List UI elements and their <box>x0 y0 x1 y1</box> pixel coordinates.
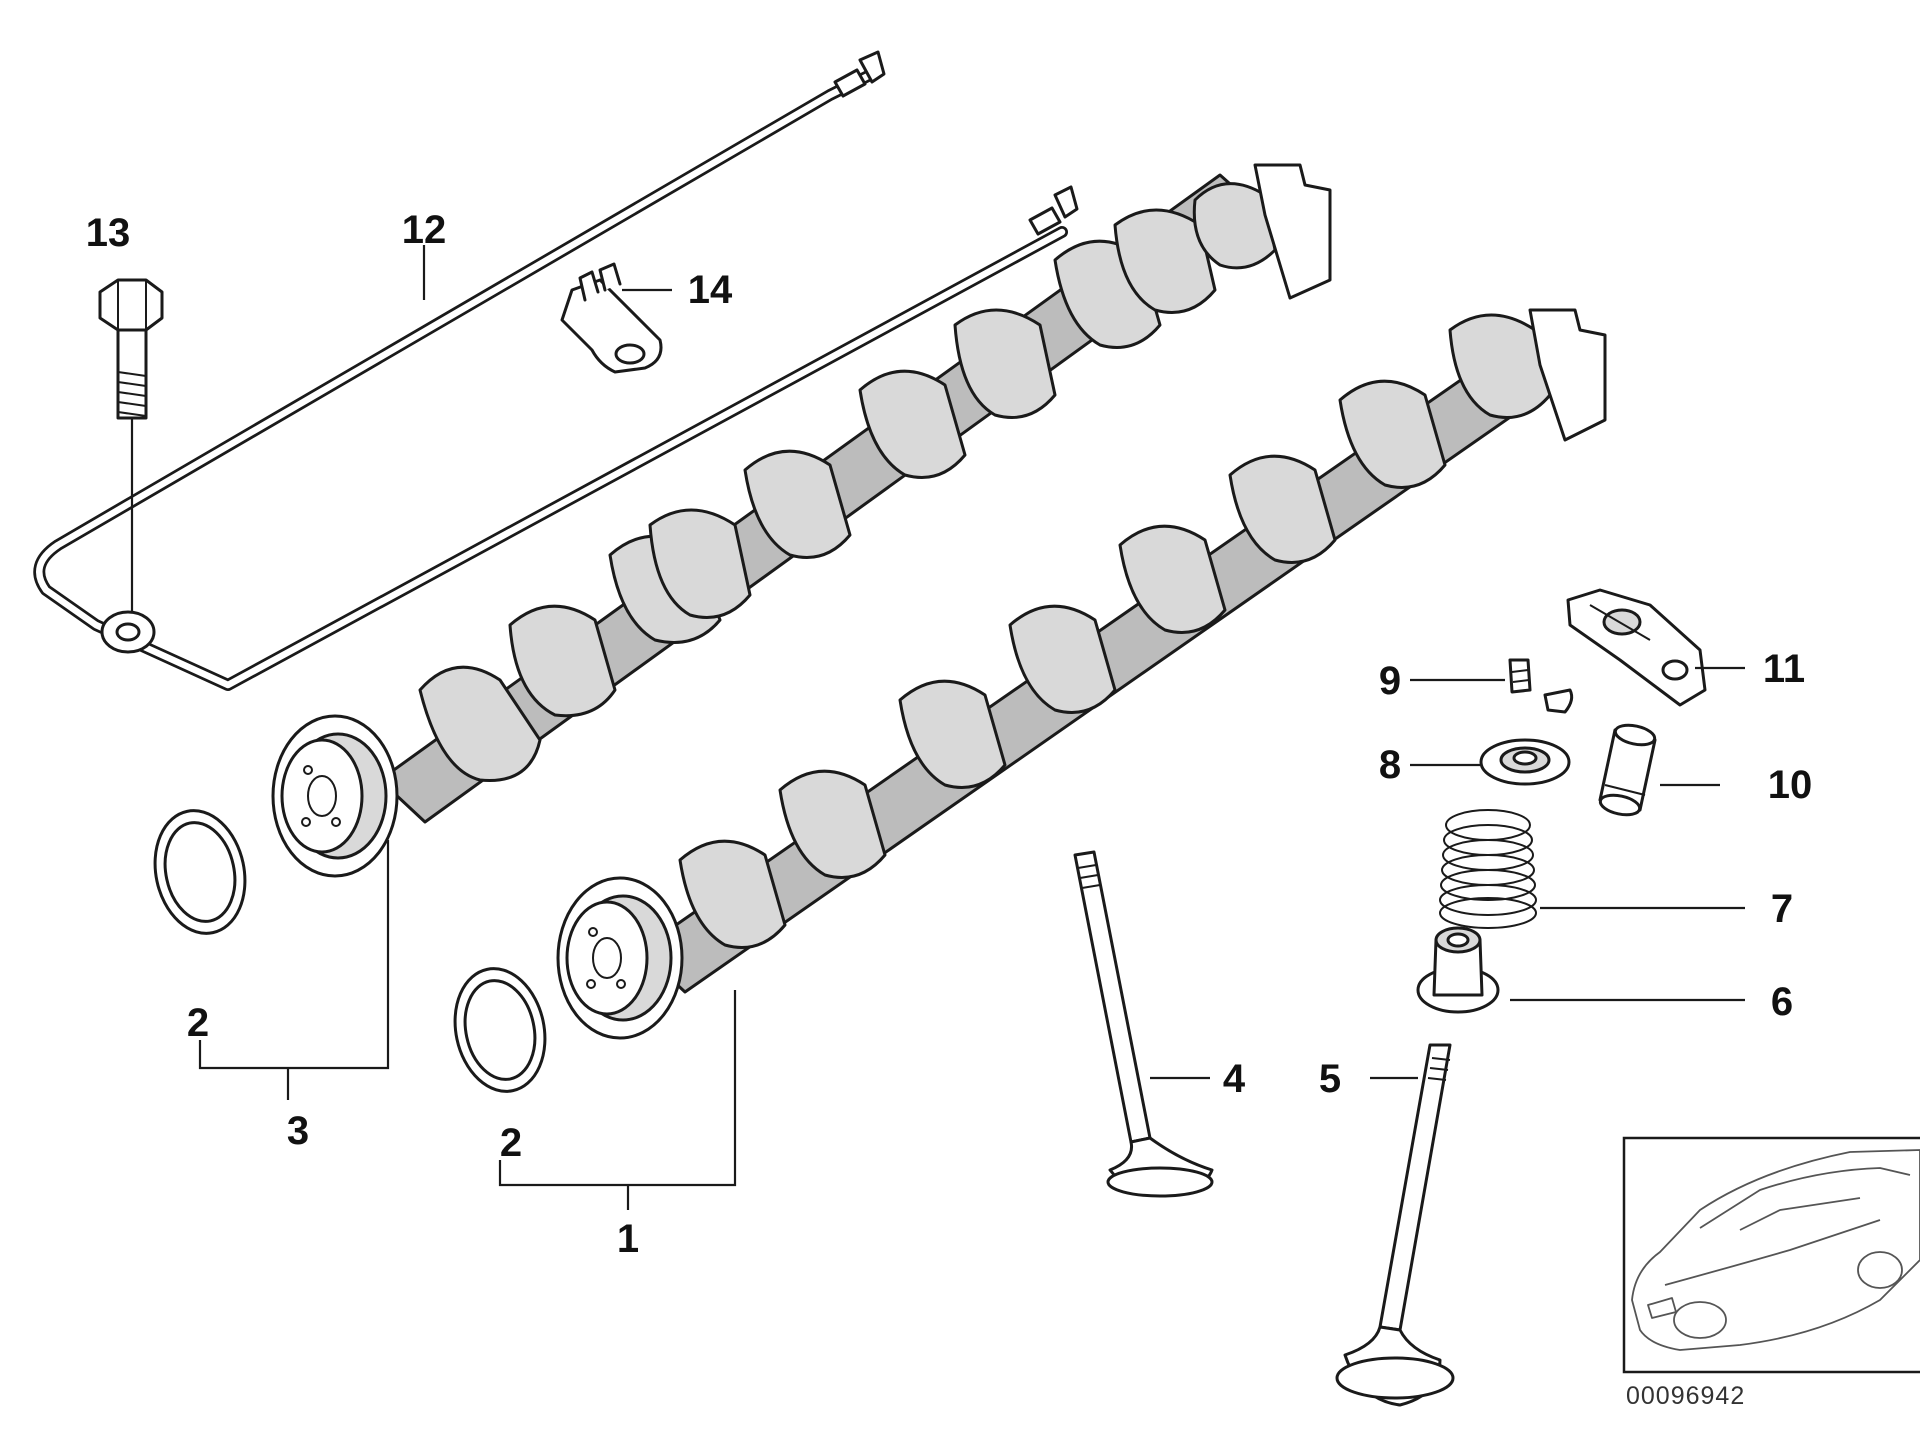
vehicle-inset <box>1622 1136 1920 1374</box>
hex-bolt <box>98 278 164 612</box>
document-id: 00096942 <box>1626 1382 1745 1410</box>
callout-2-upper: 2 <box>187 1001 209 1045</box>
hydraulic-lifter <box>1598 723 1657 817</box>
callout-labels: 13 12 14 9 11 8 10 7 6 4 5 2 3 2 1 <box>86 208 1813 1261</box>
bracket-clip <box>560 262 663 374</box>
callout-2-lower: 2 <box>500 1121 522 1165</box>
leader-lines <box>198 245 1745 1210</box>
sealing-ring-upper <box>153 809 247 935</box>
camshaft-intake <box>556 308 1607 1040</box>
callout-13: 13 <box>86 211 131 255</box>
callout-12: 12 <box>402 208 447 252</box>
callout-14: 14 <box>688 268 733 312</box>
callout-5: 5 <box>1319 1057 1341 1101</box>
sealing-ring-lower <box>453 967 547 1093</box>
cam-lobes-upper <box>418 182 1277 782</box>
valve-keepers <box>1508 658 1574 714</box>
callout-7: 7 <box>1771 887 1793 931</box>
callout-10: 10 <box>1768 763 1813 807</box>
valve-spring <box>1439 809 1537 929</box>
callout-9: 9 <box>1379 659 1401 703</box>
valve-stem-seal <box>1416 926 1500 1014</box>
callout-3: 3 <box>287 1109 309 1153</box>
camshaft-exhaust <box>271 163 1332 878</box>
callout-8: 8 <box>1379 743 1401 787</box>
callout-11: 11 <box>1763 647 1805 691</box>
cam-lobes-lower <box>678 313 1552 949</box>
car-outline-icon <box>1631 1149 1920 1351</box>
callout-6: 6 <box>1771 980 1793 1024</box>
callout-1: 1 <box>617 1217 639 1261</box>
callout-4: 4 <box>1223 1057 1246 1101</box>
spring-retainer <box>1479 738 1571 786</box>
exhaust-valve <box>1335 1043 1455 1407</box>
oil-spray-pipe <box>33 50 1079 691</box>
roller-rocker-arm <box>1566 588 1707 707</box>
intake-valve <box>1073 850 1214 1198</box>
